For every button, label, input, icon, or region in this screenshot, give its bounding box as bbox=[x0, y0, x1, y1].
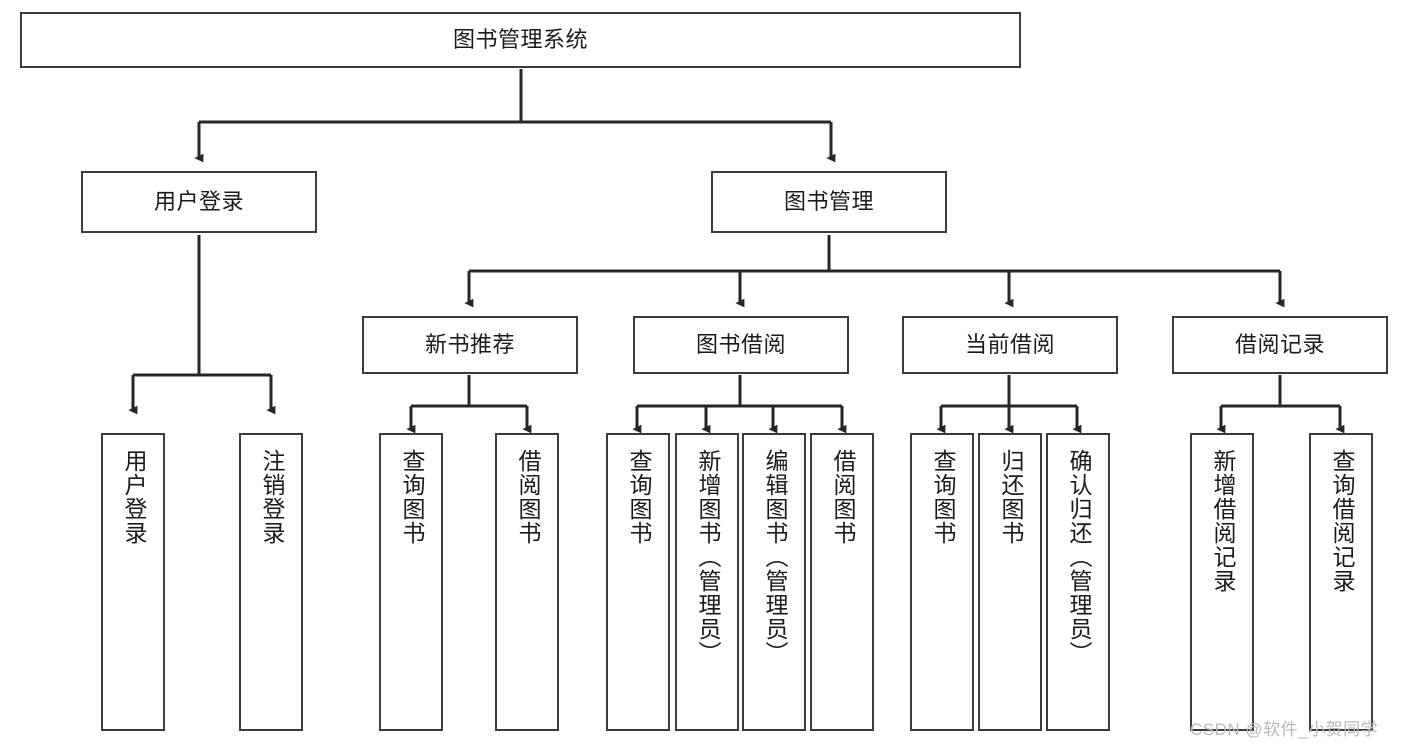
node-label: 用户登录 bbox=[120, 449, 147, 545]
node-label: 注销登录 bbox=[258, 449, 285, 545]
node-current-borrow[interactable]: 当前借阅 bbox=[902, 316, 1118, 374]
leaf-record-add[interactable]: 新增借阅记录 bbox=[1190, 433, 1254, 731]
node-label: 借阅图书 bbox=[514, 449, 541, 545]
node-label: 查询图书 bbox=[625, 449, 652, 545]
node-label: 新增图书（管理员） bbox=[694, 449, 721, 665]
node-label: 新书推荐 bbox=[424, 332, 515, 358]
leaf-record-query[interactable]: 查询借阅记录 bbox=[1309, 433, 1373, 731]
node-label: 编辑图书（管理员） bbox=[761, 449, 788, 665]
node-label: 查询图书 bbox=[929, 449, 956, 545]
leaf-borrow-add-book[interactable]: 新增图书（管理员） bbox=[675, 433, 739, 731]
node-root-system[interactable]: 图书管理系统 bbox=[20, 12, 1021, 68]
leaf-newbook-query-book[interactable]: 查询图书 bbox=[379, 433, 443, 731]
leaf-current-query-book[interactable]: 查询图书 bbox=[910, 433, 974, 731]
node-label: 查询借阅记录 bbox=[1328, 449, 1355, 593]
leaf-current-confirm-return[interactable]: 确认归还（管理员） bbox=[1046, 433, 1110, 731]
node-label: 归还图书 bbox=[997, 449, 1024, 545]
leaf-borrow-borrow-book[interactable]: 借阅图书 bbox=[810, 433, 874, 731]
leaf-borrow-edit-book[interactable]: 编辑图书（管理员） bbox=[742, 433, 806, 731]
leaf-newbook-borrow-book[interactable]: 借阅图书 bbox=[495, 433, 559, 731]
node-label: 确认归还（管理员） bbox=[1065, 449, 1092, 665]
leaf-borrow-query-book[interactable]: 查询图书 bbox=[606, 433, 670, 731]
node-label: 借阅记录 bbox=[1234, 332, 1325, 358]
leaf-user-login[interactable]: 用户登录 bbox=[101, 433, 165, 731]
node-label: 图书借阅 bbox=[695, 332, 786, 358]
node-borrow-record[interactable]: 借阅记录 bbox=[1172, 316, 1388, 374]
node-book-management[interactable]: 图书管理 bbox=[711, 171, 947, 233]
node-label: 图书管理系统 bbox=[452, 27, 588, 53]
node-label: 用户登录 bbox=[153, 189, 244, 215]
node-user-login[interactable]: 用户登录 bbox=[81, 171, 317, 233]
leaf-current-return-book[interactable]: 归还图书 bbox=[978, 433, 1042, 731]
node-label: 查询图书 bbox=[398, 449, 425, 545]
node-new-book-recommend[interactable]: 新书推荐 bbox=[362, 316, 578, 374]
node-label: 当前借阅 bbox=[964, 332, 1055, 358]
node-label: 新增借阅记录 bbox=[1209, 449, 1236, 593]
leaf-user-logout[interactable]: 注销登录 bbox=[239, 433, 303, 731]
node-label: 图书管理 bbox=[783, 189, 874, 215]
watermark-text: CSDN @软件_小贺同学 bbox=[1190, 720, 1379, 739]
node-label: 借阅图书 bbox=[829, 449, 856, 545]
node-book-borrow[interactable]: 图书借阅 bbox=[633, 316, 849, 374]
